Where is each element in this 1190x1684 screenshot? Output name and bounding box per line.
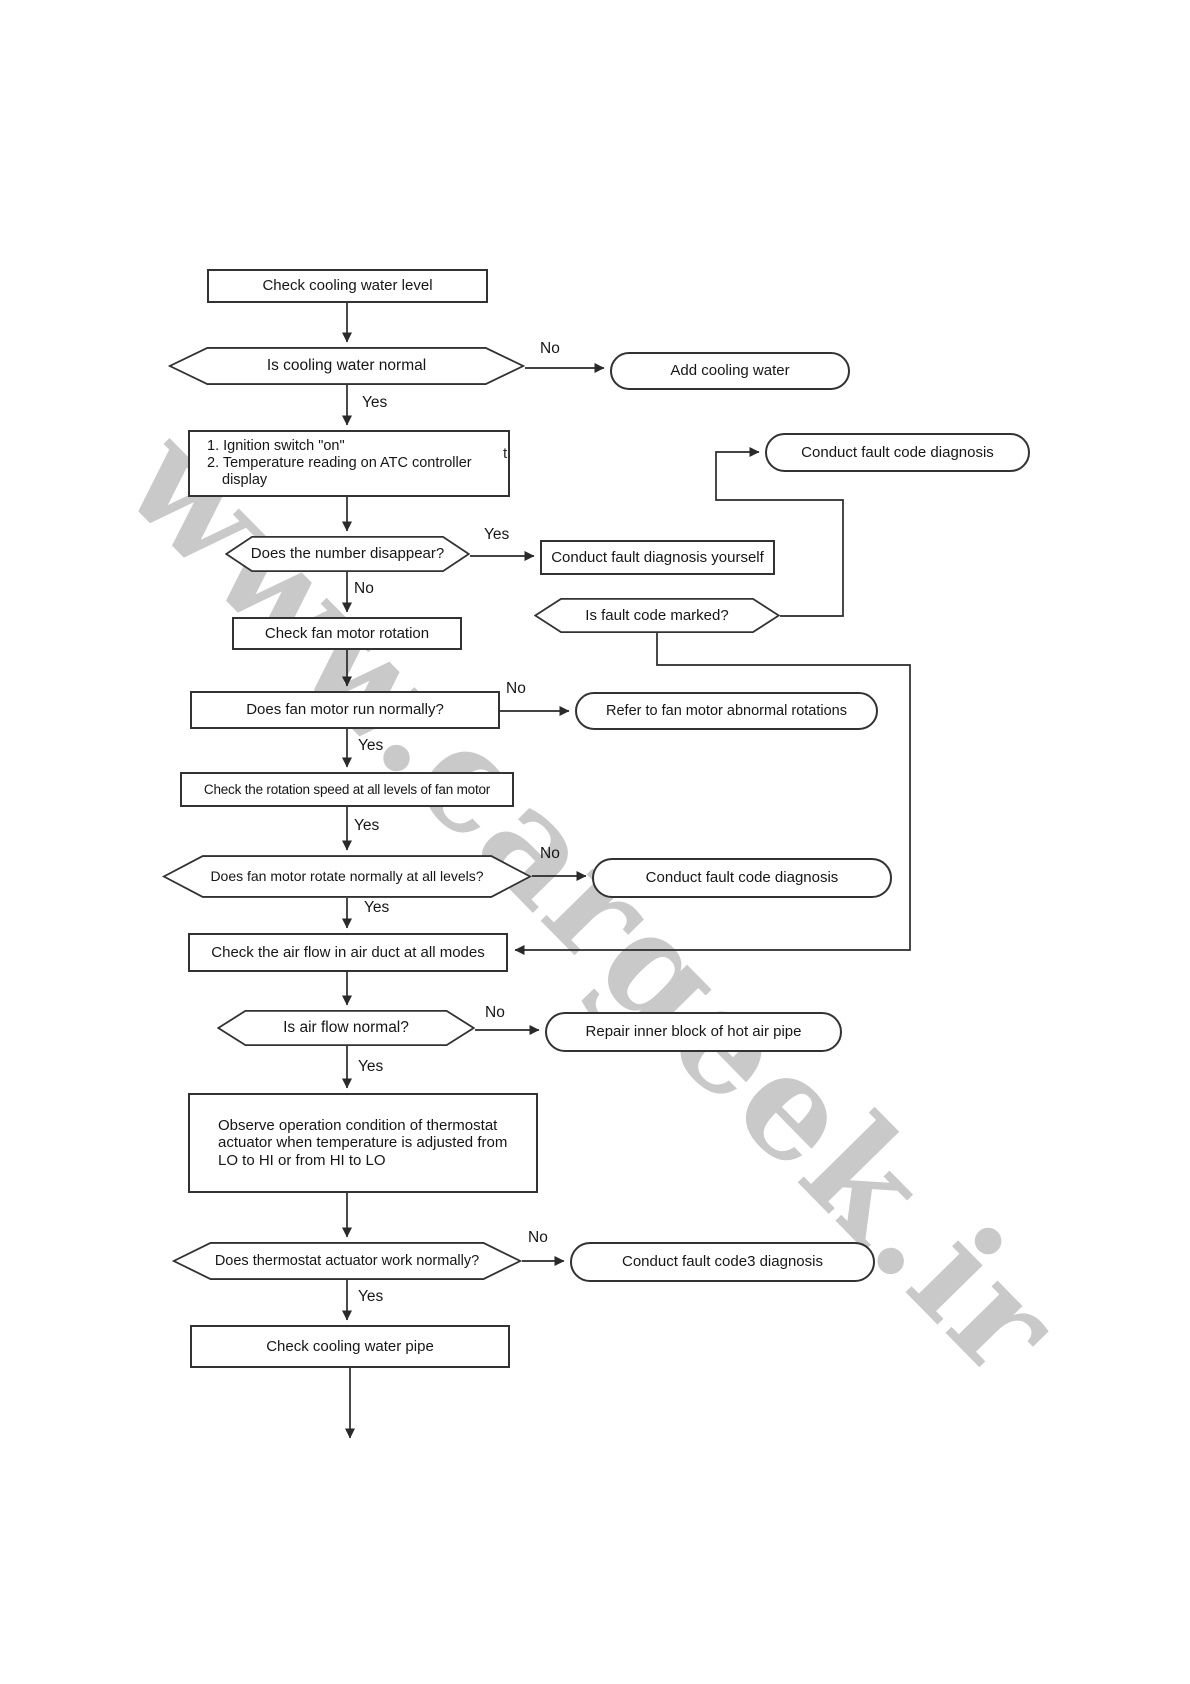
node-conduct-fault-diagnosis-yourself: Conduct fault diagnosis yourself	[540, 540, 775, 575]
node-check-rotation-speed: Check the rotation speed at all levels o…	[180, 772, 514, 807]
connector-faultmarked-to-faultcodediag	[715, 447, 844, 617]
node-refer-fan-motor-abnormal: Refer to fan motor abnormal rotations	[575, 692, 878, 730]
node-label: Conduct fault code diagnosis	[645, 869, 839, 887]
node-label: Refer to fan motor abnormal rotations	[606, 702, 847, 719]
node-label: Conduct fault code diagnosis	[801, 443, 994, 461]
hexagon-shape	[217, 1010, 475, 1046]
node-repair-inner-block-hot-air-pipe: Repair inner block of hot air pipe	[545, 1012, 842, 1052]
node-label: Is fault code marked?	[585, 606, 729, 624]
edge-label-yes: Yes	[354, 817, 380, 834]
node-label: Check fan motor rotation	[264, 624, 430, 642]
node-label: Repair inner block of hot air pipe	[585, 1023, 802, 1041]
node-add-cooling-water: Add cooling water	[610, 352, 850, 390]
node-does-fan-motor-run-normally: Does fan motor run normally?	[190, 691, 500, 729]
observe-line: Observe operation condition of thermosta…	[218, 1117, 498, 1135]
step-line: display	[222, 471, 268, 488]
node-does-number-disappear: Does the number disappear?	[225, 536, 470, 572]
node-label: Does thermostat actuator work normally?	[214, 1252, 480, 1269]
node-check-fan-motor-rotation: Check fan motor rotation	[232, 617, 462, 650]
scan-artifact-glyph: t	[503, 445, 508, 462]
node-label: Check the rotation speed at all levels o…	[203, 781, 491, 797]
edge-label-yes: Yes	[358, 1288, 384, 1305]
edge-label-no: No	[506, 680, 526, 697]
node-is-fault-code-marked: Is fault code marked?	[534, 598, 780, 633]
step-line: 2. Temperature reading on ATC controller	[207, 455, 472, 472]
node-is-air-flow-normal: Is air flow normal?	[217, 1010, 475, 1046]
edge-label-yes: Yes	[362, 394, 388, 411]
edge-label-no: No	[354, 580, 374, 597]
node-label: Check cooling water level	[262, 277, 433, 295]
edge-label-no: No	[528, 1229, 548, 1246]
node-thermostat-work-normally: Does thermostat actuator work normally?	[172, 1242, 522, 1280]
node-ignition-switch-steps: 1. Ignition switch "on" 2. Temperature r…	[188, 430, 510, 497]
node-label: Add cooling water	[670, 362, 790, 380]
node-label: Conduct fault diagnosis yourself	[551, 548, 764, 566]
hexagon-shape	[225, 536, 470, 572]
node-label: Does fan motor run normally?	[246, 701, 444, 719]
node-conduct-fault-code-diagnosis-mid: Conduct fault code diagnosis	[592, 858, 892, 898]
node-check-cooling-water-level: Check cooling water level	[207, 269, 488, 303]
node-check-air-flow: Check the air flow in air duct at all mo…	[188, 933, 508, 972]
node-label: Check cooling water pipe	[266, 1337, 434, 1355]
node-observe-thermostat-actuator: Observe operation condition of thermosta…	[188, 1093, 538, 1193]
hexagon-shape	[162, 855, 532, 898]
hexagon-shape	[168, 347, 525, 385]
node-check-cooling-water-pipe: Check cooling water pipe	[190, 1325, 510, 1368]
edge-label-no: No	[540, 340, 560, 357]
node-label: Does the number disappear?	[250, 545, 445, 563]
observe-line: actuator when temperature is adjusted fr…	[218, 1134, 508, 1152]
edge-label-no: No	[540, 845, 560, 862]
observe-line: LO to HI or from HI to LO	[218, 1151, 386, 1169]
node-conduct-fault-code3-diagnosis: Conduct fault code3 diagnosis	[570, 1242, 875, 1282]
hexagon-shape	[172, 1242, 522, 1280]
node-label: Conduct fault code3 diagnosis	[622, 1253, 823, 1271]
node-label: Is cooling water normal	[266, 357, 427, 375]
edge-label-yes: Yes	[358, 737, 384, 754]
node-fan-rotate-all-levels: Does fan motor rotate normally at all le…	[162, 855, 532, 898]
node-is-cooling-water-normal: Is cooling water normal	[168, 347, 525, 385]
edge-label-no: No	[485, 1004, 505, 1021]
edge-label-yes: Yes	[358, 1058, 384, 1075]
node-label: Check the air flow in air duct at all mo…	[211, 943, 485, 961]
edge-label-yes: Yes	[484, 526, 510, 543]
connector-faultmarked-to-airflow	[514, 633, 911, 955]
edge-label-yes: Yes	[364, 899, 390, 916]
node-conduct-fault-code-diagnosis-top: Conduct fault code diagnosis	[765, 433, 1030, 472]
node-label: Is air flow normal?	[283, 1019, 409, 1037]
step-line: 1. Ignition switch "on"	[207, 438, 345, 455]
hexagon-shape	[534, 598, 780, 633]
node-label: Does fan motor rotate normally at all le…	[210, 868, 484, 885]
